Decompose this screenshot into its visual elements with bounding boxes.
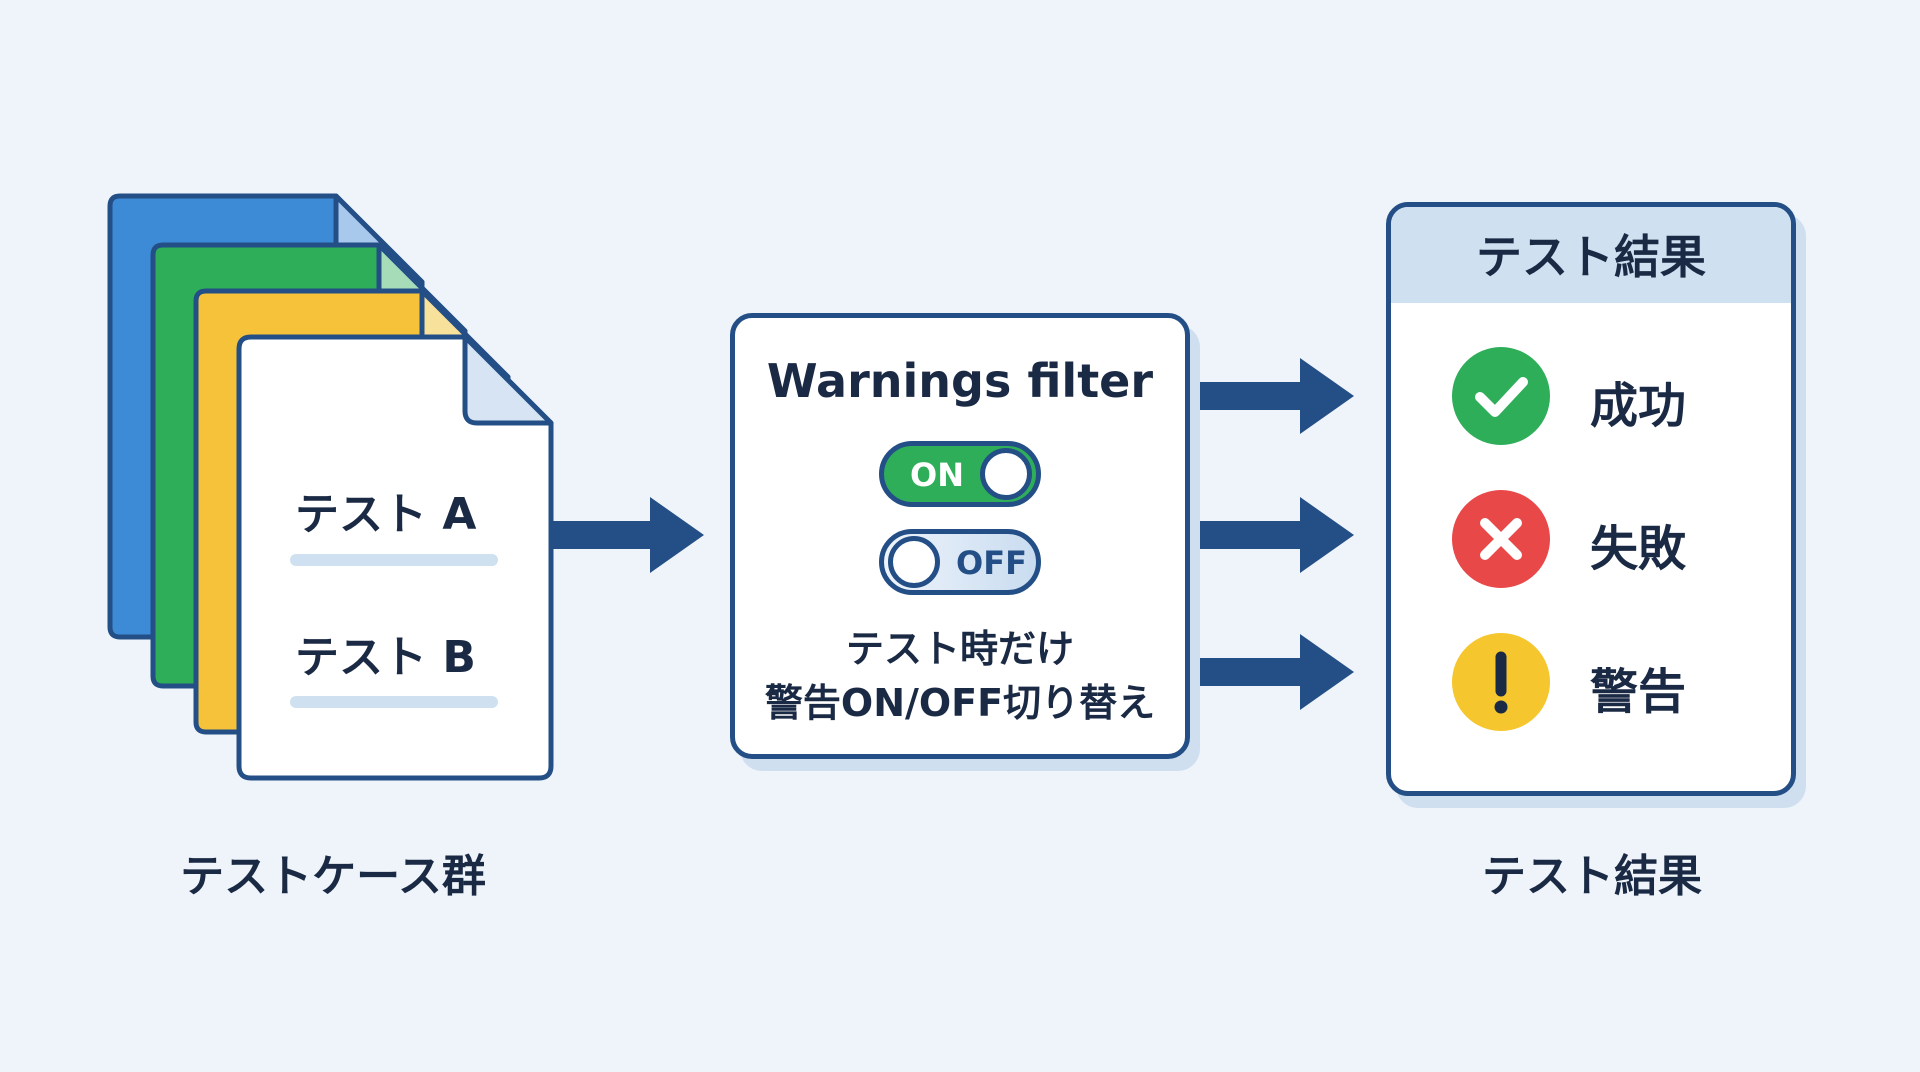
- check-icon: [1452, 347, 1550, 445]
- toggle-on[interactable]: ON: [879, 441, 1041, 507]
- divider: [290, 554, 498, 566]
- result-success: 成功: [1590, 378, 1687, 434]
- results-box: テスト結果: [1386, 202, 1796, 796]
- result-failure: 失敗: [1590, 521, 1687, 577]
- arrow-right-icon: [553, 497, 704, 573]
- results-label: テスト結果: [1482, 851, 1702, 902]
- arrow-right-icon: [1190, 358, 1354, 434]
- filter-description-line1: テスト時だけ: [845, 627, 1074, 671]
- arrow-right-icon: [1190, 634, 1354, 710]
- toggle-on-label: ON: [910, 456, 964, 494]
- filter-description-line2: 警告ON/OFF切り替え: [764, 681, 1156, 725]
- toggle-off-label: OFF: [956, 544, 1027, 582]
- arrow-right-icon: [1190, 497, 1354, 573]
- toggle-knob: [888, 536, 940, 588]
- test-case-a: テスト A: [295, 489, 477, 540]
- divider: [290, 696, 498, 708]
- toggle-off[interactable]: OFF: [879, 529, 1041, 595]
- result-warning: 警告: [1590, 664, 1687, 720]
- cross-icon: [1452, 490, 1550, 588]
- filter-title: Warnings filter: [766, 354, 1154, 408]
- test-cases-label: テストケース群: [180, 851, 486, 902]
- results-header: テスト結果: [1391, 207, 1791, 303]
- exclamation-icon: [1452, 633, 1550, 731]
- test-case-b: テスト B: [295, 632, 476, 683]
- toggle-knob: [980, 448, 1032, 500]
